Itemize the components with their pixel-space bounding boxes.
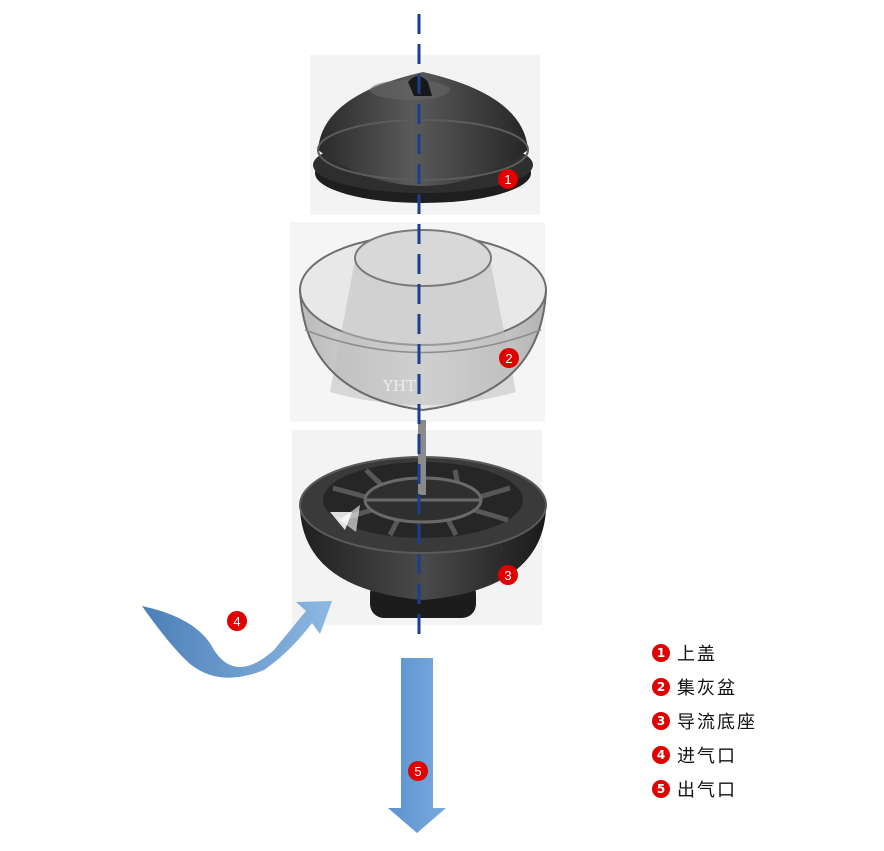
- center-rod: [418, 420, 426, 495]
- marker-4: 4: [227, 611, 247, 631]
- svg-text:2: 2: [505, 351, 512, 366]
- legend-item-4: 4 进气口: [652, 738, 812, 772]
- legend-marker: 2: [652, 678, 670, 696]
- legend-label: 出气口: [677, 780, 737, 801]
- legend-marker: 3: [652, 712, 670, 730]
- marker-1: 1: [498, 169, 518, 189]
- svg-text:1: 1: [504, 172, 511, 187]
- marker-2: 2: [499, 348, 519, 368]
- marker-5: 5: [408, 761, 428, 781]
- legend-item-1: 1 上盖: [652, 636, 812, 670]
- inlet-arrow: [142, 601, 332, 678]
- legend-marker: 4: [652, 746, 670, 764]
- legend-item-2: 2 集灰盆: [652, 670, 812, 704]
- legend-marker: 1: [652, 644, 670, 662]
- legend: 1 上盖 2 集灰盆 3 导流底座 4 进气口 5 出气口: [652, 636, 812, 806]
- svg-text:3: 3: [504, 568, 511, 583]
- legend-item-5: 5 出气口: [652, 772, 812, 806]
- svg-text:4: 4: [233, 614, 240, 629]
- legend-label: 进气口: [677, 746, 737, 767]
- lid: [313, 72, 533, 203]
- legend-marker: 5: [652, 780, 670, 798]
- dust-cup: [299, 229, 547, 412]
- legend-label: 集灰盆: [677, 678, 737, 699]
- outlet-arrow: [388, 658, 446, 833]
- cup-watermark: YHT: [382, 377, 416, 395]
- marker-3: 3: [498, 565, 518, 585]
- legend-label: 导流底座: [677, 712, 757, 733]
- svg-text:5: 5: [414, 764, 421, 779]
- base: [299, 456, 547, 618]
- legend-item-3: 3 导流底座: [652, 704, 812, 738]
- legend-label: 上盖: [677, 644, 717, 665]
